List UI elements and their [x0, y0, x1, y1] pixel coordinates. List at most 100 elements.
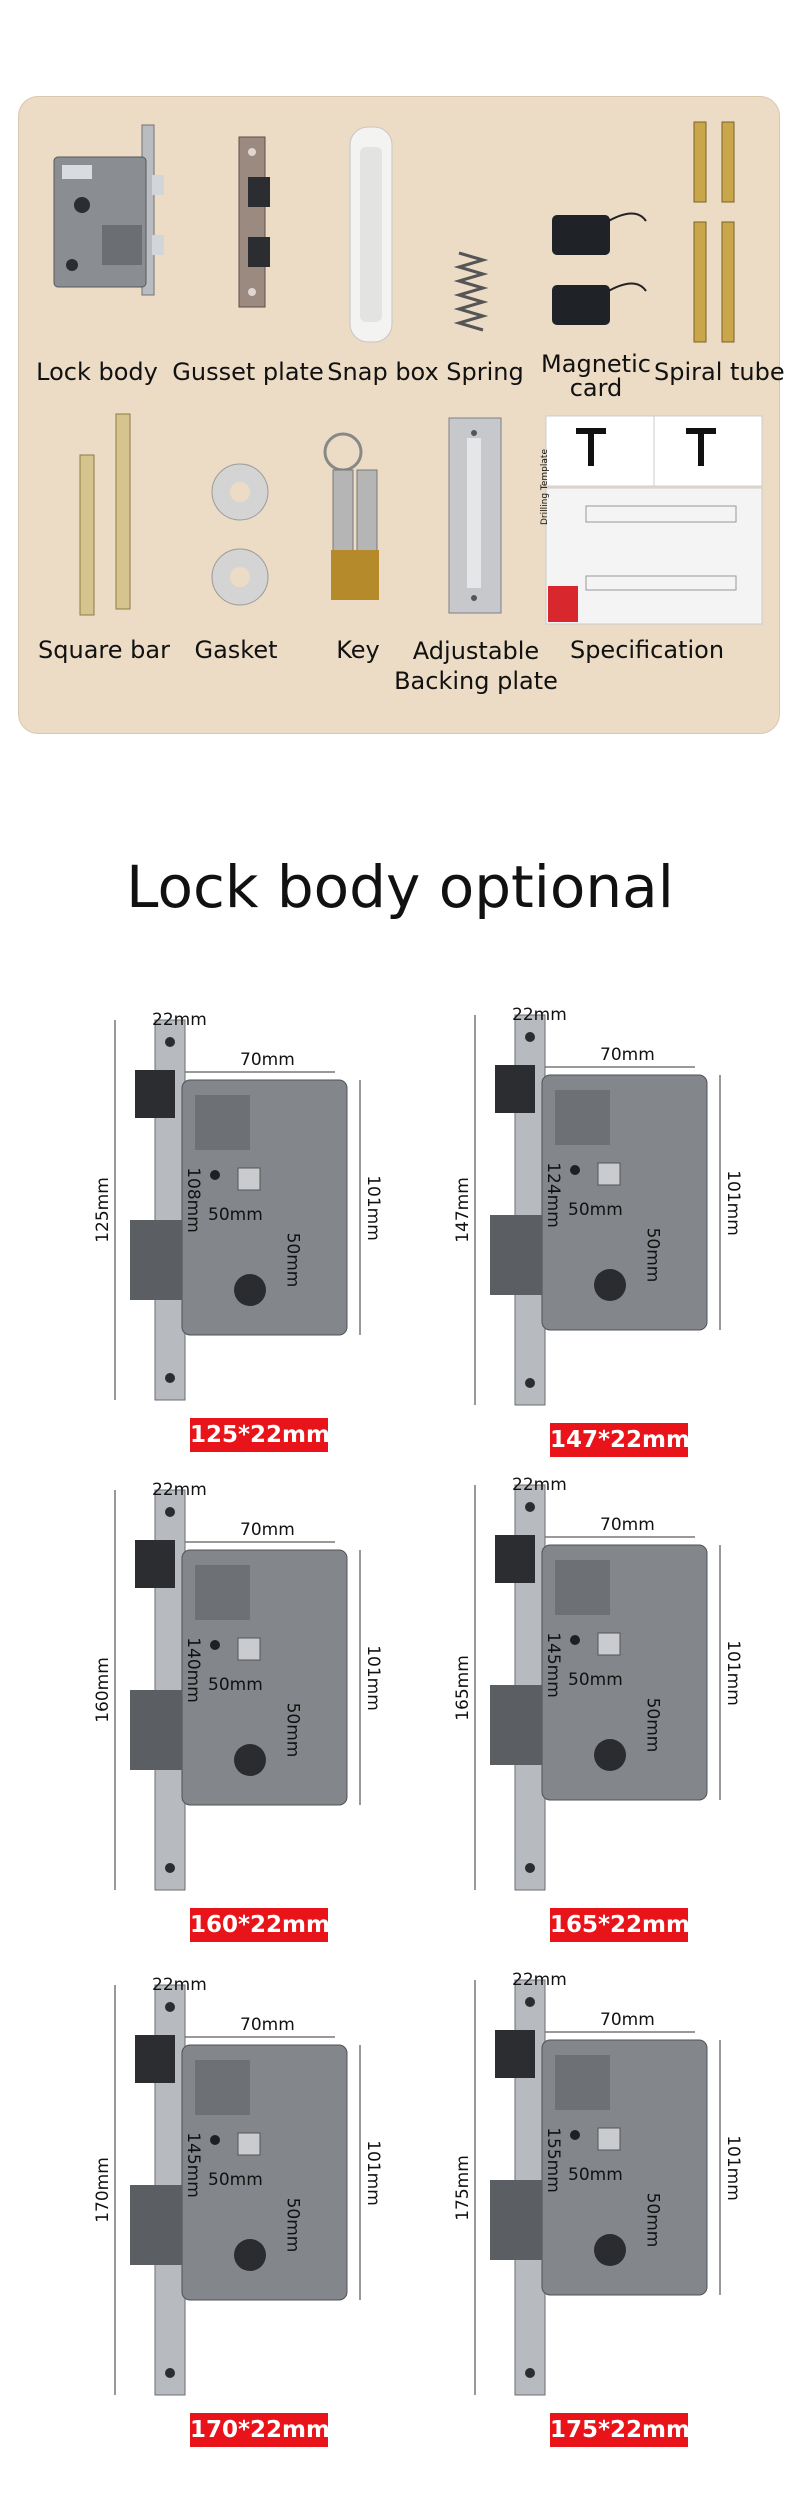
- square-bar-image: [79, 413, 131, 616]
- mechanism-block: [555, 2055, 610, 2110]
- deadbolt: [130, 1220, 182, 1300]
- inner-dim-label: 101mm: [362, 2139, 383, 2206]
- square-hole: [237, 1637, 261, 1661]
- spring-image: [453, 251, 489, 332]
- cylinder-hole: [594, 2234, 626, 2266]
- width-dim-label: 22mm: [152, 1480, 207, 1500]
- faceplate-hole-top: [165, 1507, 175, 1517]
- inner-dim-label: 101mm: [722, 1639, 743, 1706]
- size-badge: 165*22mm: [550, 1908, 690, 1942]
- size-badge: 160*22mm: [190, 1908, 330, 1942]
- side-dim-label: 108mm: [182, 1167, 203, 1233]
- deadbolt: [130, 2185, 182, 2265]
- drop-dim-label: 50mm: [282, 1232, 303, 1288]
- deadbolt: [490, 1215, 542, 1295]
- cylinder-hole: [234, 1274, 266, 1306]
- faceplate-hole-top: [165, 1037, 175, 1047]
- spec-sheet-text: Drilling Template: [540, 449, 550, 525]
- label-adjustable-backing-plate: Adjustable Backing plate: [394, 637, 558, 695]
- spindle-hole: [570, 1635, 580, 1645]
- spindle-hole: [570, 2130, 580, 2140]
- label-key: Key: [336, 636, 380, 664]
- cylinder-hole: [594, 1739, 626, 1771]
- latch-bolt: [495, 1065, 535, 1113]
- width-dim-label: 22mm: [512, 1970, 567, 1990]
- label-specification: Specification: [569, 636, 725, 664]
- size-badge: 147*22mm: [550, 1423, 690, 1457]
- mechanism-block: [555, 1560, 610, 1615]
- latch-bolt: [135, 1540, 175, 1588]
- square-hole: [237, 2132, 261, 2156]
- cylinder-hole: [234, 1744, 266, 1776]
- faceplate-hole-bottom: [165, 1373, 175, 1383]
- depth-dim-label: 70mm: [240, 1050, 295, 1070]
- deadbolt: [490, 2180, 542, 2260]
- faceplate-hole-bottom: [525, 1863, 535, 1873]
- width-dim-label: 22mm: [512, 1005, 567, 1025]
- center-dim-label: 50mm: [208, 2170, 263, 2190]
- latch-bolt: [135, 2035, 175, 2083]
- center-dim-label: 50mm: [208, 1675, 263, 1695]
- inner-dim-label: 101mm: [362, 1174, 383, 1241]
- latch-bolt: [495, 2030, 535, 2078]
- key-image: [323, 432, 379, 600]
- label-snap-box: Snap box: [327, 358, 439, 386]
- mechanism-block: [195, 1565, 250, 1620]
- lock-variant-diagram: [474, 1484, 721, 1891]
- label-square-bar: Square bar: [38, 636, 170, 664]
- drop-dim-label: 50mm: [642, 2192, 663, 2248]
- label-spring: Spring: [446, 358, 524, 386]
- label-gusset-plate: Gusset plate: [172, 358, 324, 386]
- faceplate-hole-top: [165, 2002, 175, 2012]
- width-dim-label: 22mm: [152, 1010, 207, 1030]
- lock-variant-diagram: [474, 1014, 721, 1406]
- center-dim-label: 50mm: [568, 1200, 623, 1220]
- spindle-hole: [210, 1640, 220, 1650]
- height-dim-label: 175mm: [452, 2154, 473, 2221]
- mechanism-block: [195, 1095, 250, 1150]
- square-hole: [597, 2127, 621, 2151]
- width-dim-label: 22mm: [152, 1975, 207, 1995]
- lock-variant-diagram: [114, 1984, 361, 2396]
- inner-dim-label: 101mm: [722, 2134, 743, 2201]
- center-dim-label: 50mm: [568, 1670, 623, 1690]
- lock-variant-diagram: [474, 1979, 721, 2396]
- magnetic-card-image: [552, 212, 647, 325]
- spindle-hole: [210, 1170, 220, 1180]
- gasket-image: [211, 463, 269, 606]
- spindle-hole: [570, 1165, 580, 1175]
- side-dim-label: 145mm: [182, 2132, 203, 2198]
- depth-dim-label: 70mm: [600, 1045, 655, 1065]
- label-spiral-tube: Spiral tube: [654, 358, 785, 386]
- gusset-plate-image: [238, 136, 270, 308]
- adjustable-backing-plate-image: [448, 417, 502, 614]
- depth-dim-label: 70mm: [240, 2015, 295, 2035]
- height-dim-label: 170mm: [92, 2157, 113, 2223]
- inner-dim-label: 101mm: [722, 1169, 743, 1236]
- cylinder-hole: [594, 1269, 626, 1301]
- faceplate-hole-top: [525, 1502, 535, 1512]
- square-hole: [237, 1167, 261, 1191]
- square-hole: [597, 1162, 621, 1186]
- section-title: Lock body optional: [126, 853, 674, 921]
- drop-dim-label: 50mm: [642, 1227, 663, 1283]
- drop-dim-label: 50mm: [642, 1697, 663, 1753]
- latch-bolt: [495, 1535, 535, 1583]
- side-dim-label: 140mm: [182, 1637, 203, 1703]
- height-dim-label: 147mm: [452, 1177, 473, 1243]
- faceplate-hole-bottom: [525, 2368, 535, 2378]
- drop-dim-label: 50mm: [282, 2197, 303, 2253]
- side-dim-label: 124mm: [542, 1162, 563, 1228]
- faceplate-hole-bottom: [165, 1863, 175, 1873]
- latch-bolt: [135, 1070, 175, 1118]
- lock-variant-diagram: [114, 1489, 361, 1891]
- label-magnetic-card: Magnetic card: [541, 350, 651, 402]
- deadbolt: [130, 1690, 182, 1770]
- side-dim-label: 145mm: [542, 1632, 563, 1698]
- center-dim-label: 50mm: [208, 1205, 263, 1225]
- faceplate-hole-top: [525, 1032, 535, 1042]
